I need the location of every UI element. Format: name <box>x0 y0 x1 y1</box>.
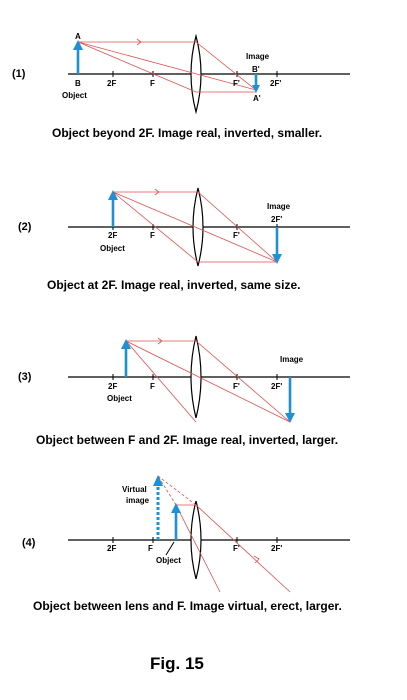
diagram-3-number: (3) <box>18 371 32 383</box>
diagram-1-caption: Object beyond 2F. Image real, inverted, … <box>52 126 322 140</box>
diagram-2-image-arrowhead <box>272 254 282 264</box>
diagram-2-label-f-prime: F' <box>233 231 240 240</box>
diagram-4-virtual-image-arrowhead <box>153 475 163 486</box>
diagram-1-label-2f-prime: 2F' <box>270 79 281 88</box>
diagram-4: (4) Virtual image 2F F Object F' 2F' Obj… <box>22 475 350 613</box>
diagram-1-label-b-prime: B' <box>252 65 260 74</box>
diagram-4-label-virtual: Virtual <box>122 485 147 494</box>
diagram-4-object-arrowhead <box>171 503 181 513</box>
diagram-2-ray-direction-arrow <box>154 188 160 196</box>
diagram-3-label-f-prime: F' <box>233 382 240 391</box>
diagram-1-label-object: Object <box>62 91 87 100</box>
diagram-3-focal-ray <box>125 340 197 423</box>
diagram-2-central-ray <box>112 191 278 263</box>
diagram-4-virtual-extension-1 <box>157 475 197 506</box>
diagram-2-number: (2) <box>18 221 32 233</box>
diagram-3-ray-direction-arrow <box>157 337 163 345</box>
diagram-4-object-pointer <box>165 541 175 556</box>
diagram-2-convex-lens <box>192 187 204 267</box>
diagram-3-image-arrowhead <box>285 413 295 423</box>
diagram-3-caption: Object between F and 2F. Image real, inv… <box>36 433 338 447</box>
diagram-2-focal-ray <box>112 191 277 263</box>
diagram-1-object-arrowhead <box>73 40 83 50</box>
diagram-2-label-f: F <box>150 231 155 240</box>
diagram-2-label-2f: 2F <box>108 231 117 240</box>
diagram-3-label-image: Image <box>280 355 304 364</box>
diagram-4-label-image: image <box>126 496 150 505</box>
diagram-1-focal-ray <box>77 41 256 93</box>
diagram-4-ray-direction-arrow <box>253 555 260 564</box>
diagram-2-label-2f-prime: 2F' <box>271 215 282 224</box>
diagram-2: (2) 2F Object F F' Image 2F' Object at 2… <box>18 187 350 292</box>
diagram-3-convex-lens <box>190 335 202 419</box>
diagram-1-parallel-ray <box>78 41 257 91</box>
diagram-3: (3) 2F Object F F' Image 2F' Object betw… <box>18 335 350 447</box>
diagram-3-parallel-ray <box>126 340 291 423</box>
diagram-4-virtual-extension-2 <box>157 475 177 506</box>
diagram-1-number: (1) <box>12 68 26 80</box>
diagram-2-parallel-ray <box>113 191 278 263</box>
diagram-1-ray-direction-arrow <box>136 38 142 46</box>
diagram-4-label-f: F <box>148 544 153 553</box>
diagram-4-central-ray <box>175 504 221 593</box>
diagram-4-label-2f-prime: 2F' <box>271 544 282 553</box>
diagram-3-label-2f-prime: 2F' <box>271 382 282 391</box>
diagram-4-number: (4) <box>22 537 36 549</box>
diagram-3-label-2f: 2F <box>108 382 117 391</box>
diagram-1-label-f: F <box>150 79 155 88</box>
diagram-3-central-ray <box>125 340 291 423</box>
diagram-1-label-b: B <box>75 79 81 88</box>
diagram-4-label-f-prime: F' <box>233 544 240 553</box>
diagram-3-object-arrowhead <box>121 339 131 349</box>
diagram-1-label-a-prime: A' <box>253 94 261 103</box>
diagram-2-caption: Object at 2F. Image real, inverted, same… <box>47 278 300 292</box>
diagram-4-caption: Object between lens and F. Image virtual… <box>33 599 342 613</box>
figure-label: Fig. 15 <box>150 654 204 673</box>
diagram-1-central-ray <box>77 41 257 91</box>
diagram-2-label-image: Image <box>267 202 291 211</box>
diagram-4-label-2f: 2F <box>107 544 116 553</box>
diagram-2-label-object: Object <box>100 244 125 253</box>
diagram-1-label-f-prime: F' <box>233 79 240 88</box>
diagram-4-convex-lens <box>190 500 202 580</box>
diagram-3-label-object: Object <box>107 394 132 403</box>
diagram-1: (1) A B Object 2F F F' 2F' Image B' A' O… <box>12 32 350 140</box>
diagram-3-label-f: F <box>150 382 155 391</box>
diagram-1-label-2f: 2F <box>107 79 116 88</box>
diagram-4-label-object: Object <box>156 556 181 565</box>
diagram-1-label-image: Image <box>246 52 270 61</box>
diagram-1-image-arrowhead <box>252 85 260 93</box>
diagram-2-object-arrowhead <box>108 190 118 200</box>
diagram-1-label-a: A <box>75 32 81 41</box>
